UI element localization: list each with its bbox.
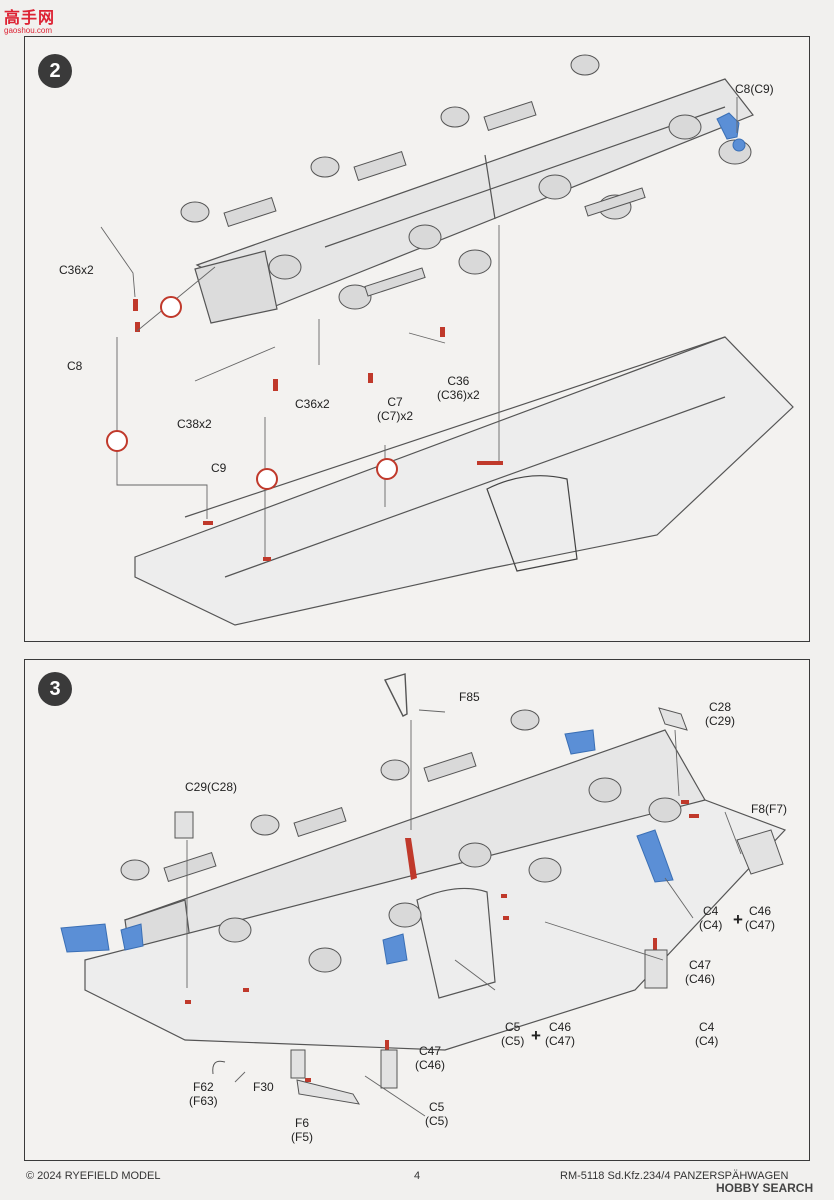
label-c36x2-b: C36x2 [295,397,330,411]
watermark-logo: 高手网 gaoshou.com [4,4,55,35]
lower-hull [134,336,794,626]
footer-brand: HOBBY SEARCH [716,1181,814,1195]
label-c29: C29(C28) [185,780,238,794]
chassis-front-block [194,250,278,324]
label-c36x2-a: C36x2 [59,263,94,277]
step-2-badge: 2 [38,54,72,88]
label-f8: F8(F7) [751,802,787,816]
step-2-drawing [100,54,794,626]
step-3-drawing [60,673,787,1117]
no-glue-icons [106,296,398,490]
part-f8 [736,829,784,875]
label-c36: C36 (C36)x2 [437,374,480,402]
label-c28: C28 (C29) [705,700,736,728]
lower-hull-3 [84,799,787,1051]
plus-sign-1: + [733,910,743,929]
label-c47-bottom: C47 (C46) [415,1044,446,1072]
step-3-badge: 3 [38,672,72,706]
label-c5-left: C5 (C5) [501,1020,525,1048]
label-c46-right: C46 (C47) [745,904,776,932]
part-c28 [658,707,688,731]
footer-page-number: 4 [414,1170,421,1182]
plus-sign-2: + [531,1026,541,1045]
label-c8: C8 [67,359,83,373]
part-f30 [290,1049,306,1079]
label-c9: C9 [211,461,227,475]
label-c38x2: C38x2 [177,417,212,431]
label-f30: F30 [253,1080,274,1094]
footer-product: RM-5118 Sd.Kfz.234/4 PANZERSPÄHWAGEN [560,1170,789,1182]
label-c5-bottom: C5 (C5) [425,1100,449,1128]
label-f6: F6 (F5) [291,1116,313,1144]
watermark-url: gaoshou.com [4,26,53,35]
watermark-logo-text: 高手网 [4,10,56,27]
label-f85: F85 [459,690,480,704]
part-c5 [380,1049,398,1089]
label-c46-mid: C46 (C47) [545,1020,576,1048]
label-f62: F62 (F63) [189,1080,218,1108]
part-f62 [212,1060,226,1075]
label-c47-right: C47 (C46) [685,958,716,986]
label-c8-c9: C8(C9) [735,82,774,96]
label-c7: C7 (C7)x2 [377,395,414,423]
part-f6 [296,1079,360,1105]
step-2-panel: 2 [24,36,810,642]
label-c4-right: C4 (C4) [695,1020,719,1048]
part-f85 [384,673,408,717]
footer-copyright: © 2024 RYEFIELD MODEL [26,1170,161,1182]
label-c4-left: C4 (C4) [699,904,723,932]
step-3-panel: 3 [24,659,810,1161]
part-c29 [174,811,194,839]
